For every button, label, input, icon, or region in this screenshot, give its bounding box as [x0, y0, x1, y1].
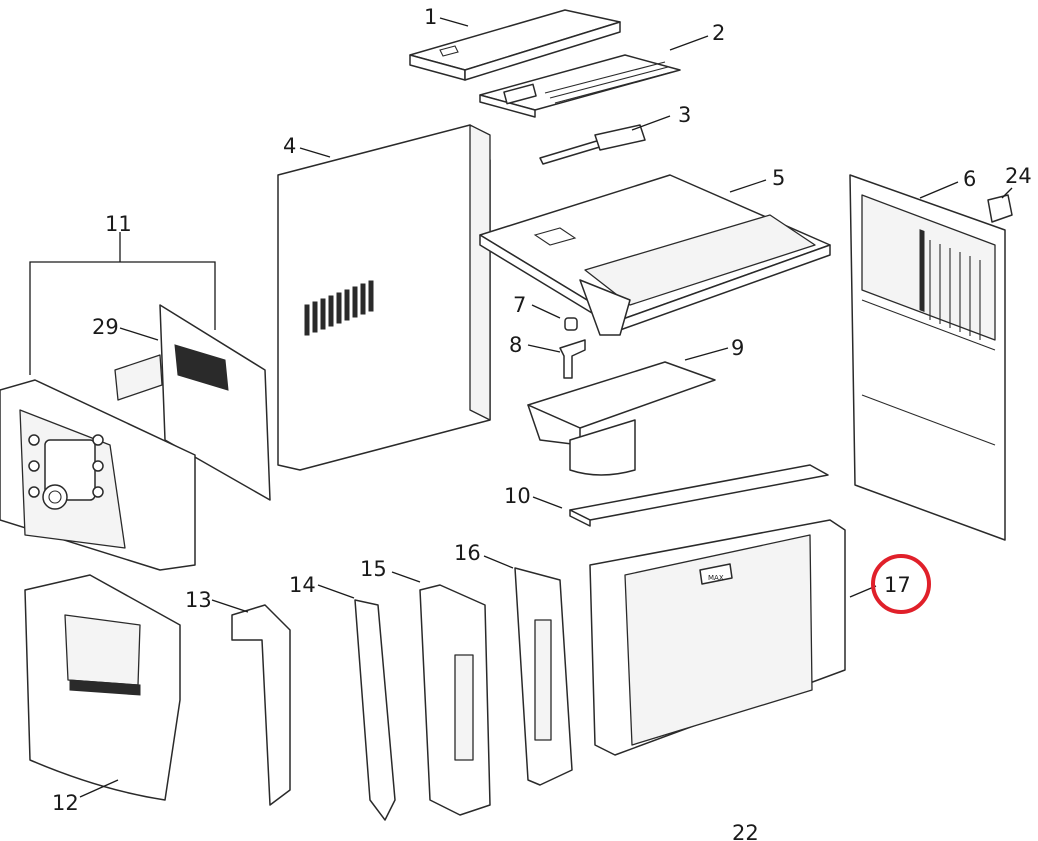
callout-9: 9	[731, 336, 744, 360]
part-13-spout-holder	[231, 604, 291, 806]
part-1-top-lid	[409, 9, 621, 81]
callout-7: 7	[513, 293, 526, 317]
callout-22: 22	[732, 821, 759, 841]
part-6-rear-panel	[849, 174, 1006, 541]
part-7-cap	[564, 317, 578, 331]
part-4-side-panel	[277, 124, 491, 471]
part-17-water-tank: MAX	[589, 519, 846, 756]
tank-max-marking: MAX	[708, 574, 724, 582]
part-8-valve	[559, 339, 586, 379]
part-12-dispenser-front	[24, 574, 181, 801]
part-9-funnel-base	[527, 361, 716, 476]
part-11-bracket	[29, 232, 216, 375]
callout-2: 2	[712, 21, 725, 45]
callout-29: 29	[92, 315, 119, 339]
callout-5: 5	[772, 166, 785, 190]
callout-3: 3	[678, 103, 691, 127]
part-15-door	[419, 584, 491, 816]
callout-1: 1	[424, 5, 437, 29]
part-11-control-panel	[0, 379, 196, 571]
callout-6: 6	[963, 167, 976, 191]
part-10-drip-rail	[569, 464, 829, 527]
callout-24: 24	[1005, 164, 1032, 188]
callout-11: 11	[105, 212, 132, 236]
callout-14: 14	[289, 573, 316, 597]
part-16-door-inner	[514, 567, 573, 786]
callout-10: 10	[504, 484, 531, 508]
callout-17: 17	[884, 573, 911, 597]
callout-labels: 1 2 3 4 5 6 24 7 8 9 10 11 29 12 13 14 1…	[52, 5, 1032, 841]
highlight-circle-callout-17	[871, 554, 931, 614]
callout-15: 15	[360, 557, 387, 581]
callout-16: 16	[454, 541, 481, 565]
part-3-measuring-spoon	[539, 124, 646, 165]
part-5-tray-top	[479, 174, 831, 336]
callout-8: 8	[509, 333, 522, 357]
callout-4: 4	[283, 134, 296, 158]
part-14-side-strip	[354, 599, 396, 821]
part-2-grid	[479, 54, 681, 118]
part-24-connector	[987, 194, 1013, 223]
callout-12: 12	[52, 791, 79, 815]
callout-13: 13	[185, 588, 212, 612]
